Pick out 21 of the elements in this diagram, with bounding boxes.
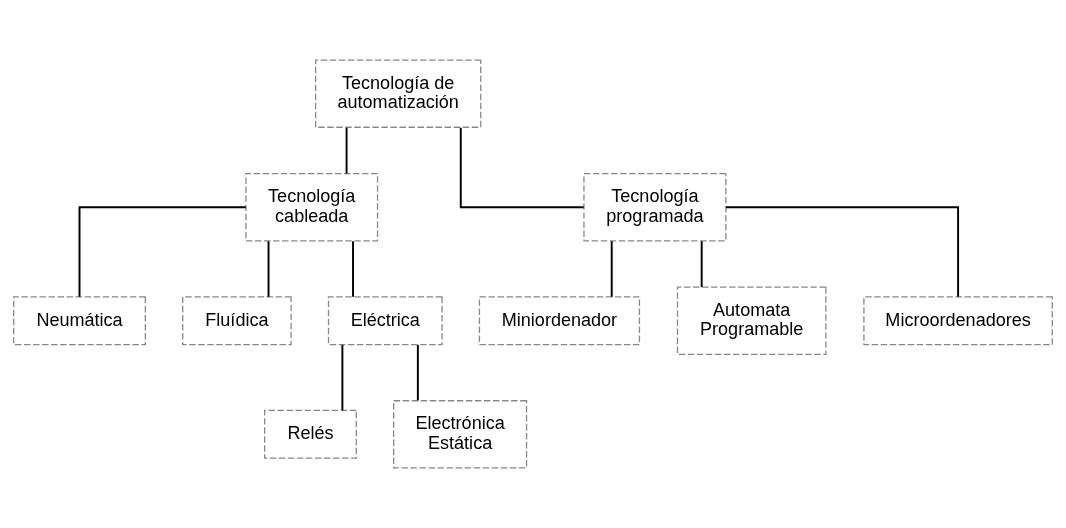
connector (459, 126, 585, 209)
node-box: Electrónica Estática (393, 400, 528, 469)
connector (700, 240, 703, 289)
connector (352, 240, 354, 298)
connector (725, 206, 960, 298)
node-box: Neumática (13, 296, 146, 346)
node-box: Tecnología de automatización (314, 59, 482, 128)
connector (267, 240, 270, 298)
connector (345, 126, 348, 175)
node-box: Tecnología cableada (245, 173, 379, 242)
node-box: Tecnología programada (583, 173, 727, 242)
connector (610, 240, 613, 298)
connector (341, 343, 344, 412)
connector (78, 206, 247, 298)
node-box: Eléctrica (327, 296, 443, 346)
node-box: Miniordenador (478, 296, 641, 346)
node-box: Fluídica (182, 296, 292, 346)
connector (416, 343, 419, 402)
node-box: Automata Programable (676, 286, 827, 355)
node-box: Microordenadores (863, 296, 1053, 346)
node-box: Relés (264, 409, 357, 459)
